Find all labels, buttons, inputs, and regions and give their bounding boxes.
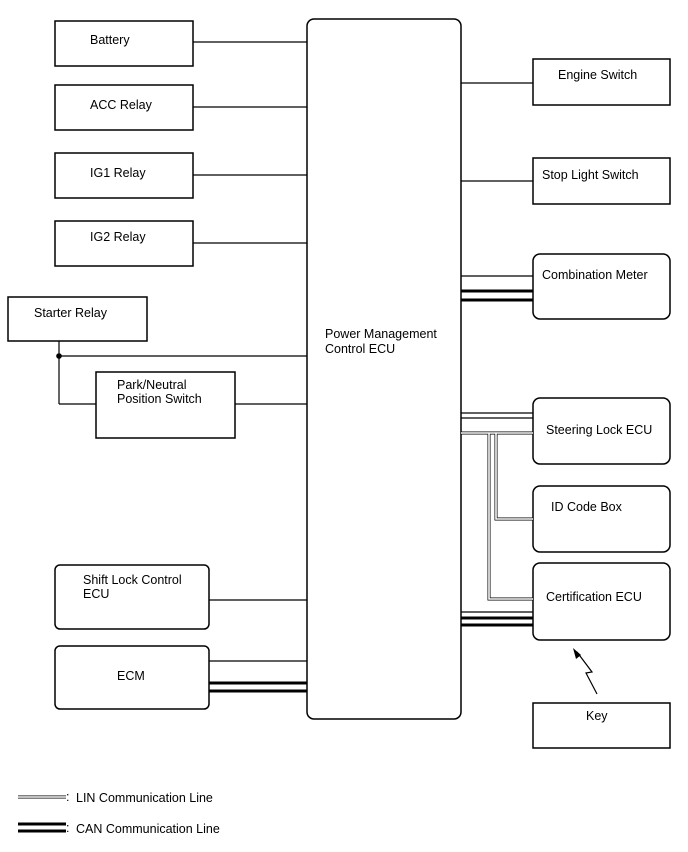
- pm-ecu-label-1: Power Management: [325, 327, 437, 341]
- legend-lin-colon: :: [66, 790, 69, 804]
- legend-can-colon: :: [66, 821, 69, 835]
- starter-relay-wire: [56, 341, 307, 405]
- battery-label: Battery: [90, 33, 130, 47]
- ig1-relay-box: IG1 Relay: [54, 152, 194, 199]
- certification-ecu-box: Certification ECU: [532, 562, 671, 641]
- combination-meter-wires: [461, 275, 533, 302]
- ig1-relay-label: IG1 Relay: [90, 166, 146, 180]
- pm-ecu-label-2: Control ECU: [325, 342, 395, 356]
- engine-switch-box: Engine Switch: [532, 58, 671, 106]
- starter-relay-box: Starter Relay: [7, 296, 148, 342]
- ecm-box: ECM: [54, 645, 210, 710]
- wireless-signal-icon: [573, 648, 598, 695]
- acc-relay-label: ACC Relay: [90, 98, 153, 112]
- legend-lin-label: LIN Communication Line: [76, 791, 213, 805]
- power-management-ecu: Power Management Control ECU: [306, 18, 462, 720]
- park-neutral-label-1: Park/Neutral: [117, 378, 186, 392]
- id-code-box-label: ID Code Box: [551, 500, 623, 514]
- starter-relay-label: Starter Relay: [34, 306, 108, 320]
- park-neutral-label-2: Position Switch: [117, 392, 202, 406]
- certification-ecu-wires: [461, 611, 533, 627]
- acc-relay-box: ACC Relay: [54, 84, 194, 131]
- steering-lock-ecu-label: Steering Lock ECU: [546, 423, 652, 437]
- key-box: Key: [532, 702, 671, 749]
- ecm-label: ECM: [117, 669, 145, 683]
- stop-light-switch-box: Stop Light Switch: [532, 157, 671, 205]
- certification-ecu-label: Certification ECU: [546, 590, 642, 604]
- lin-bus-tree: [461, 431, 533, 601]
- ig2-relay-label: IG2 Relay: [90, 230, 146, 244]
- shift-lock-ecu-box: Shift Lock Control ECU: [54, 564, 210, 630]
- combination-meter-label: Combination Meter: [542, 268, 648, 282]
- combination-meter-box: Combination Meter: [532, 253, 671, 320]
- park-neutral-switch-box: Park/Neutral Position Switch: [95, 371, 236, 439]
- steering-lock-wires: [461, 412, 533, 419]
- id-code-box-box: ID Code Box: [532, 485, 671, 553]
- legend-can-label: CAN Communication Line: [76, 822, 220, 836]
- ecm-wires: [209, 660, 307, 693]
- legend-can-symbol: [18, 822, 66, 833]
- steering-lock-ecu-box: Steering Lock ECU: [532, 397, 671, 465]
- key-label: Key: [586, 709, 608, 723]
- engine-switch-label: Engine Switch: [558, 68, 637, 82]
- shift-lock-label-1: Shift Lock Control: [83, 573, 182, 587]
- battery-box: Battery: [54, 20, 194, 67]
- shift-lock-label-2: ECU: [83, 587, 109, 601]
- stop-light-switch-label: Stop Light Switch: [542, 168, 639, 182]
- legend: : LIN Communication Line : CAN Communica…: [18, 790, 220, 836]
- ig2-relay-box: IG2 Relay: [54, 220, 194, 267]
